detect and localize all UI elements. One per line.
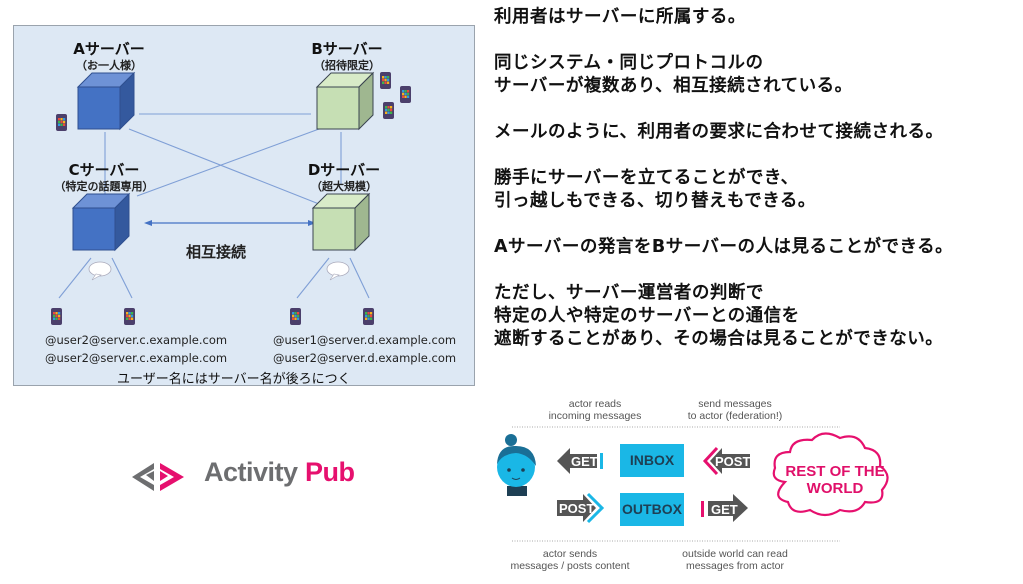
explanation-notes: 利用者はサーバーに所属する。 同じシステム・同じプロトコルの サーバーが複数あり… <box>494 6 1019 351</box>
cube-d <box>311 192 371 252</box>
smartphone-icon <box>124 308 135 325</box>
smartphone-icon <box>380 72 391 89</box>
smartphone-icon <box>56 114 67 131</box>
note-2: 同じシステム・同じプロトコルの サーバーが複数あり、相互接続されている。 <box>494 53 853 96</box>
server-d-subtitle: （超大規模） <box>311 180 377 193</box>
get-left-label: GET <box>571 454 598 469</box>
smartphone-icon <box>363 308 374 325</box>
caption-outside-world: outside world can read messages from act… <box>682 548 788 572</box>
logo-word-pub: Pub <box>305 457 355 487</box>
get-left-arrow: GET <box>557 448 603 474</box>
server-b-title: Bサーバー <box>311 40 383 58</box>
link-c-user2 <box>111 257 133 299</box>
smartphone-icon <box>400 86 411 103</box>
activitypub-logo-icon <box>132 463 184 491</box>
speech-bubble-icon-d <box>326 261 350 281</box>
diagram-caption: ユーザー名にはサーバー名が後ろにつく <box>117 372 351 387</box>
caption-actor-sends: actor sends messages / posts content <box>510 548 630 572</box>
caption-send-messages: send messages to actor (federation!) <box>687 398 783 422</box>
server-a-subtitle: （お一人様） <box>76 59 142 72</box>
note-3: メールのように、利用者の要求に合わせて接続される。 <box>494 122 944 142</box>
post-left-arrow: POST <box>557 492 605 524</box>
post-right-arrow: POST <box>702 446 750 476</box>
link-d-user1 <box>296 257 330 299</box>
address-c-2: @user2@server.c.example.com <box>45 351 228 365</box>
link-c-user1 <box>58 257 92 299</box>
inbox-box: INBOX <box>620 444 684 477</box>
server-b-subtitle: （招待限定） <box>314 59 380 72</box>
mutual-arrow <box>144 220 316 226</box>
mutual-connection-label: 相互接続 <box>186 243 247 261</box>
actor-avatar-icon <box>497 434 536 496</box>
address-d-2: @user2@server.d.example.com <box>273 351 457 365</box>
link-a-d <box>128 128 320 205</box>
rest-of-world-label: REST OF THE WORLD <box>785 463 885 497</box>
note-6: ただし、サーバー運営者の判断で 特定の人や特定のサーバーとの通信を 遮断すること… <box>494 283 944 349</box>
flow-graphics: GET POST POST GET <box>497 426 889 542</box>
cube-b <box>315 71 375 131</box>
link-b-c <box>136 128 320 197</box>
smartphone-icon <box>51 308 62 325</box>
address-c-1: @user2@server.c.example.com <box>45 333 228 347</box>
outbox-box: OUTBOX <box>620 493 684 526</box>
logo-word-activity: Activity <box>204 457 298 487</box>
link-d-user2 <box>349 257 370 299</box>
server-a-title: Aサーバー <box>73 40 145 58</box>
server-c-subtitle: （特定の話題専用） <box>54 180 154 193</box>
get-right-arrow: GET <box>701 494 748 522</box>
cube-c <box>71 192 131 252</box>
smartphone-icon <box>383 102 394 119</box>
cube-a <box>76 71 136 131</box>
note-5: Aサーバーの発言をBサーバーの人は見ることができる。 <box>494 237 954 257</box>
post-left-label: POST <box>559 501 594 516</box>
note-1: 利用者はサーバーに所属する。 <box>494 7 746 27</box>
post-right-label: POST <box>715 454 750 469</box>
smartphone-icon <box>290 308 301 325</box>
rest-of-world-cloud-icon <box>772 432 889 517</box>
speech-bubble-icon-c <box>88 261 112 281</box>
federation-diagram: Aサーバー （お一人様） Bサーバー （招待限定） Cサーバー （特定の話題専用… <box>13 25 475 387</box>
caption-actor-reads: actor reads incoming messages <box>548 398 642 422</box>
server-d-title: Dサーバー <box>307 161 381 179</box>
activitypub-flow-diagram: actor reads incoming messages send messa… <box>480 390 920 584</box>
server-c-title: Cサーバー <box>68 161 140 179</box>
address-d-1: @user1@server.d.example.com <box>273 333 457 347</box>
get-right-label: GET <box>711 502 738 517</box>
note-4: 勝手にサーバーを立てることができ、 引っ越しもできる、切り替えもできる。 <box>494 168 816 211</box>
activitypub-logo: Activity Pub <box>130 455 370 495</box>
diagram-graphics <box>51 71 411 325</box>
